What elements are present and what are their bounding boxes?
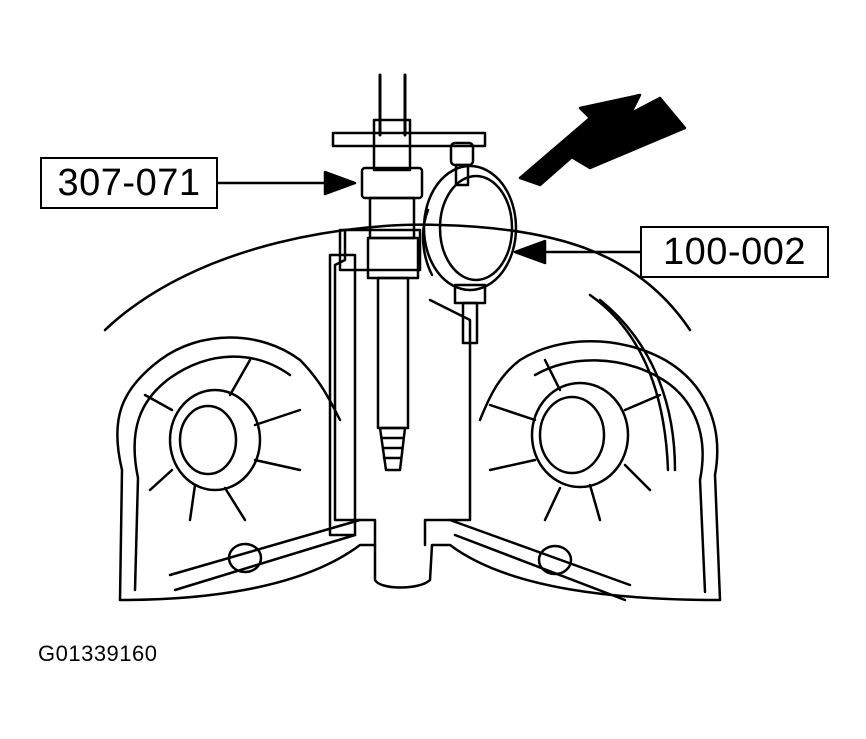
housing-right-tail <box>588 293 670 472</box>
case-left-outline <box>116 336 342 602</box>
tool-shaft <box>378 73 407 137</box>
right-bearing-inner <box>538 395 606 475</box>
tool-tip <box>378 426 407 472</box>
tool-sleeve <box>366 236 420 280</box>
callout-100-002: 100-002 <box>640 226 829 278</box>
left-bearing-outer <box>168 388 262 492</box>
case-left-inner <box>133 355 292 592</box>
housing-right-tail-inner <box>598 298 677 472</box>
dial-gauge <box>422 164 518 292</box>
case-right-inner <box>533 359 707 594</box>
callout-307-071: 307-071 <box>40 157 218 209</box>
figure-id-label: G01339160 <box>38 641 158 666</box>
case-bottom <box>118 543 722 602</box>
case-right-outline <box>478 340 722 602</box>
right-bearing-outer <box>530 381 630 489</box>
left-bearing-inner <box>178 404 238 476</box>
